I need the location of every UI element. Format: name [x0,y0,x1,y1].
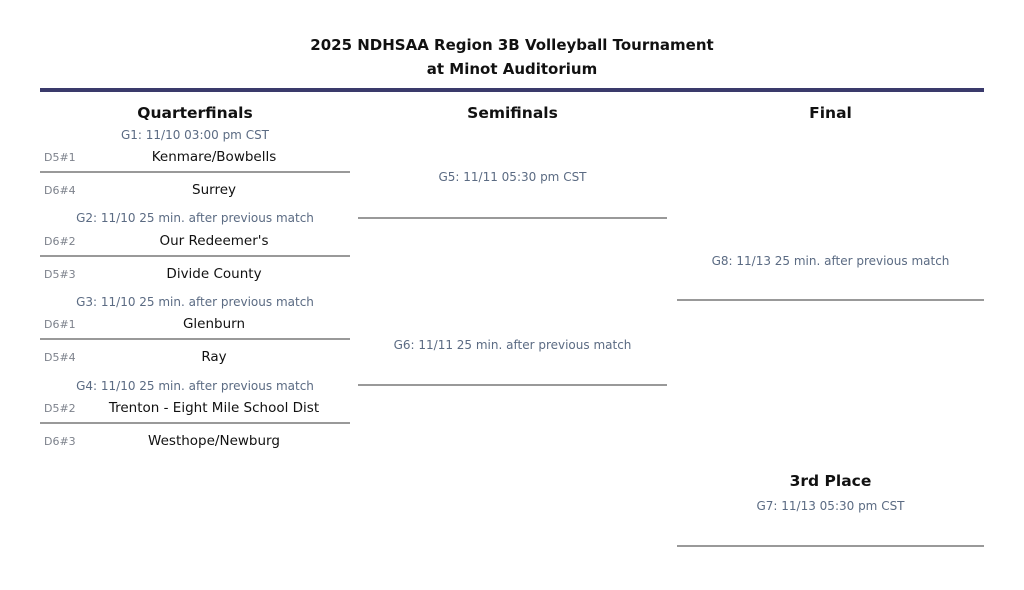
team-row-g2-top: D6#2 Our Redeemer's [40,232,350,251]
seed-label: D6#4 [44,184,76,197]
seed-label: D5#1 [44,151,76,164]
team-name: Divide County [166,266,262,282]
header-divider [40,88,984,92]
match-line-g2 [40,255,350,257]
round-heading-third-place: 3rd Place [789,472,872,490]
team-name: Ray [201,349,227,365]
team-name: Trenton - Eight Mile School Dist [108,400,320,416]
team-row-g4-bottom: D6#3 Westhope/Newburg [40,432,350,451]
team-name: Kenmare/Bowbells [151,149,277,165]
team-name: Glenburn [182,316,246,332]
tournament-location: at Minot Auditorium [426,60,598,78]
match-line-g1 [40,171,350,173]
team-row-g3-bottom: D5#4 Ray [40,348,350,367]
game-info-g7: G7: 11/13 05:30 pm CST [756,499,905,513]
team-row-g2-bottom: D5#3 Divide County [40,265,350,284]
team-row-g1-top: D5#1 Kenmare/Bowbells [40,148,350,167]
game-info-g8: G8: 11/13 25 min. after previous match [711,254,950,268]
match-line-g7 [677,545,984,547]
seed-label: D6#1 [44,318,76,331]
game-info-g4: G4: 11/10 25 min. after previous match [76,379,314,393]
game-info-g1: G1: 11/10 03:00 pm CST [120,128,270,142]
game-info-g6: G6: 11/11 25 min. after previous match [393,338,632,352]
team-row-g3-top: D6#1 Glenburn [40,315,350,334]
team-name: Our Redeemer's [159,233,269,249]
team-row-g4-top: D5#2 Trenton - Eight Mile School Dist [40,399,350,418]
team-name: Westhope/Newburg [148,433,280,449]
match-line-g5 [358,217,667,219]
seed-label: D5#4 [44,351,76,364]
seed-label: D6#3 [44,435,76,448]
team-row-g1-bottom: D6#4 Surrey [40,181,350,200]
seed-label: D5#2 [44,402,76,415]
match-line-g3 [40,338,350,340]
seed-label: D5#3 [44,268,76,281]
round-heading-final: Final [809,104,852,122]
match-line-g6 [358,384,667,386]
game-info-g2: G2: 11/10 25 min. after previous match [76,211,314,225]
game-info-g5: G5: 11/11 05:30 pm CST [438,170,587,184]
match-line-g4 [40,422,350,424]
seed-label: D6#2 [44,235,76,248]
tournament-title: 2025 NDHSAA Region 3B Volleyball Tournam… [310,36,714,54]
team-name: Surrey [192,182,236,198]
round-heading-semifinals: Semifinals [467,104,558,122]
round-heading-quarterfinals: Quarterfinals [137,104,253,122]
match-line-g8 [677,299,984,301]
game-info-g3: G3: 11/10 25 min. after previous match [76,295,314,309]
